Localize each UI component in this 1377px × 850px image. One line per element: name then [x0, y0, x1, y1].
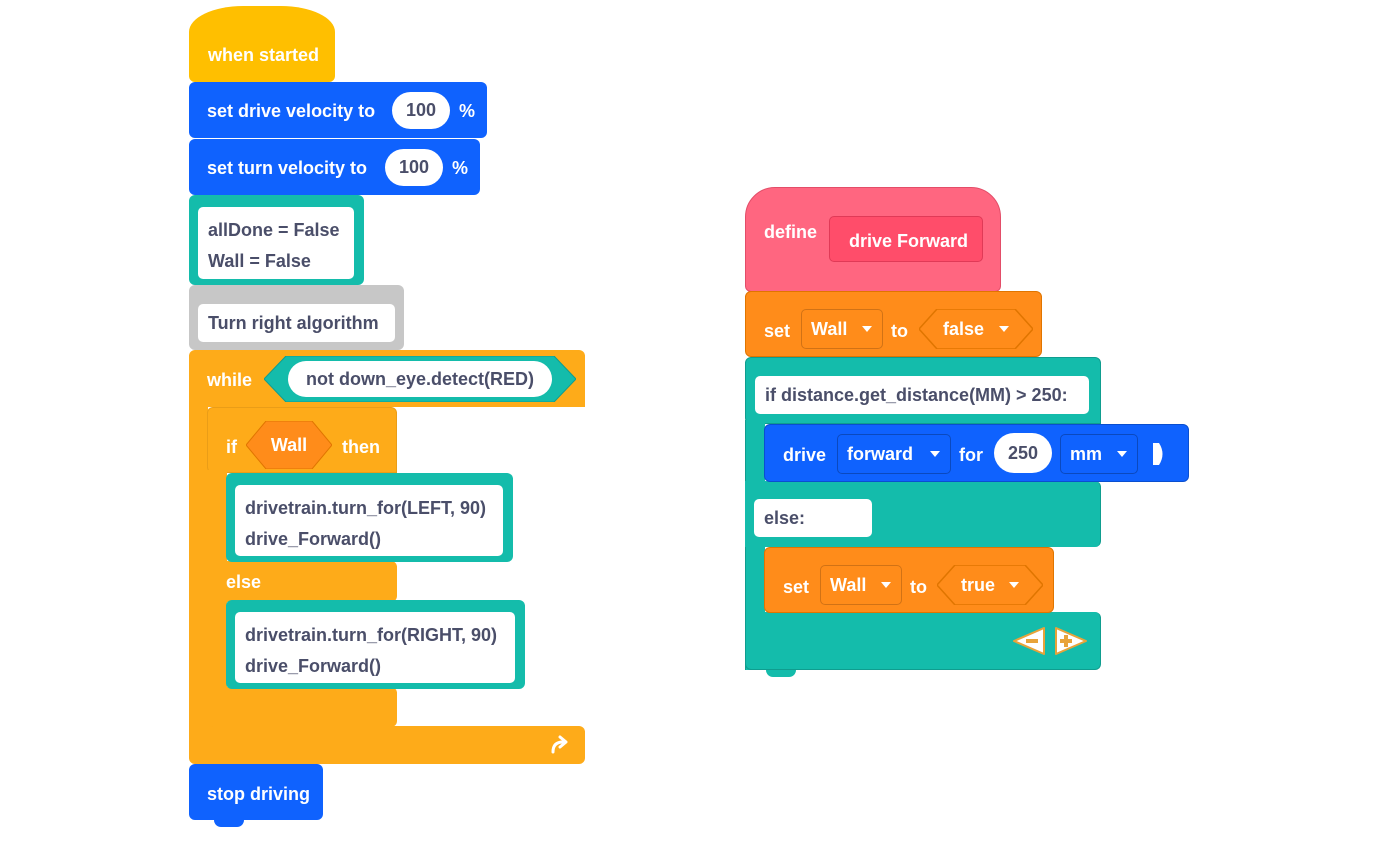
set2-to-label: to — [910, 577, 927, 597]
set-wall-true-block[interactable]: set Wall to true — [764, 547, 1054, 613]
plus-arrow-icon[interactable] — [1054, 626, 1088, 661]
then-code-block[interactable]: drivetrain.turn_for(LEFT, 90) drive_Forw… — [226, 473, 513, 562]
set2-label: set — [783, 577, 810, 597]
set-drive-velocity-label: set drive velocity to — [207, 101, 376, 121]
drive-unit-text: mm — [1070, 443, 1103, 464]
else-code-block[interactable]: drivetrain.turn_for(RIGHT, 90) drive_For… — [226, 600, 525, 689]
drive-direction-dropdown[interactable]: forward — [837, 434, 951, 474]
else-code-section[interactable]: else: — [745, 481, 1101, 547]
set2-variable-dropdown[interactable]: Wall — [820, 565, 902, 605]
else-code-editor-right[interactable]: else: — [754, 499, 872, 537]
set-turn-velocity-label: set turn velocity to — [207, 158, 368, 178]
else-section[interactable]: else — [207, 561, 397, 602]
set1-to-label: to — [891, 321, 908, 341]
while-label: while — [207, 370, 253, 390]
while-loop-footer[interactable] — [189, 726, 585, 764]
stop-driving-block[interactable]: stop driving — [189, 764, 323, 820]
if-condition-wall[interactable]: Wall — [246, 421, 332, 469]
comment-block[interactable]: Turn right algorithm — [189, 285, 404, 350]
minus-arrow-icon[interactable] — [1012, 626, 1046, 661]
drive-unit-dropdown[interactable]: mm — [1060, 434, 1138, 474]
drive-label: drive — [783, 445, 827, 465]
if-label: if — [226, 437, 237, 457]
turn-velocity-unit: % — [452, 158, 469, 178]
drive-for-label: for — [959, 445, 983, 465]
loop-arrow-icon — [549, 734, 571, 761]
while-condition[interactable]: not down_eye.detect(RED) — [264, 356, 576, 402]
else-code-editor[interactable]: drivetrain.turn_for(RIGHT, 90) drive_For… — [235, 612, 515, 683]
while-loop-arm — [189, 400, 208, 730]
proc-name-label: drive Forward — [849, 231, 969, 251]
if-code-text: if distance.get_distance(MM) > 250: — [765, 385, 1068, 405]
set2-value-dropdown[interactable]: true — [937, 565, 1043, 605]
else-code-text: else: — [764, 508, 806, 528]
chevron-down-icon — [862, 326, 872, 332]
else-code-line-2: drive_Forward() — [245, 656, 382, 676]
proc-name-block[interactable]: drive Forward — [829, 216, 983, 262]
then-code-line-1: drivetrain.turn_for(LEFT, 90) — [245, 498, 487, 518]
stop-driving-label: stop driving — [207, 784, 310, 804]
comment-text: Turn right algorithm — [208, 313, 379, 333]
stop-driving-notch — [214, 820, 244, 827]
set2-variable-text: Wall — [830, 574, 867, 595]
then-code-line-2: drive_Forward() — [245, 529, 382, 549]
set-wall-false-block[interactable]: set Wall to false — [745, 291, 1042, 357]
drive-velocity-input[interactable]: 100 — [392, 92, 450, 129]
set1-value-dropdown[interactable]: false — [919, 309, 1033, 349]
set1-label: set — [764, 321, 791, 341]
if-code-notch — [766, 670, 796, 677]
expand-arrow-icon[interactable] — [1151, 442, 1167, 471]
chevron-down-icon — [1117, 451, 1127, 457]
define-block[interactable]: define drive Forward — [745, 187, 1001, 292]
if-condition-text: Wall — [270, 434, 308, 455]
else-label: else — [226, 572, 262, 592]
when-started-block[interactable]: when started — [189, 6, 335, 82]
set1-variable-dropdown[interactable]: Wall — [801, 309, 883, 349]
drive-amount-input[interactable]: 250 — [994, 433, 1052, 473]
comment-text-field[interactable]: Turn right algorithm — [198, 304, 395, 342]
set1-value-text: false — [943, 318, 985, 339]
set2-value-text: true — [961, 574, 996, 595]
if-code-block[interactable]: if distance.get_distance(MM) > 250: — [745, 357, 1101, 424]
then-label: then — [342, 437, 380, 457]
if-code-editor[interactable]: if distance.get_distance(MM) > 250: — [755, 376, 1089, 414]
else-code-line-1: drivetrain.turn_for(RIGHT, 90) — [245, 625, 498, 645]
while-condition-code[interactable]: not down_eye.detect(RED) — [288, 361, 552, 397]
drive-direction-text: forward — [847, 443, 914, 464]
chevron-down-icon — [930, 451, 940, 457]
chevron-down-icon — [881, 582, 891, 588]
drive-forward-block[interactable]: drive forward for 250 mm — [764, 424, 1189, 482]
set-drive-velocity-block[interactable]: set drive velocity to 100 % — [189, 82, 487, 138]
set-turn-velocity-block[interactable]: set turn velocity to 100 % — [189, 139, 480, 195]
variables-code-editor[interactable]: allDone = False Wall = False — [198, 207, 354, 279]
code-line-wall: Wall = False — [208, 251, 311, 271]
define-label: define — [764, 222, 818, 242]
code-line-alldone: allDone = False — [208, 220, 340, 240]
variables-code-block[interactable]: allDone = False Wall = False — [189, 195, 364, 285]
set1-variable-text: Wall — [811, 318, 848, 339]
if-code-footer[interactable] — [745, 612, 1101, 670]
drive-velocity-unit: % — [459, 101, 476, 121]
chevron-down-icon — [1009, 582, 1019, 588]
if-else-footer — [207, 687, 397, 727]
when-started-label: when started — [208, 45, 320, 65]
turn-velocity-input[interactable]: 100 — [385, 149, 443, 186]
then-code-editor[interactable]: drivetrain.turn_for(LEFT, 90) drive_Forw… — [235, 485, 503, 556]
chevron-down-icon — [999, 326, 1009, 332]
